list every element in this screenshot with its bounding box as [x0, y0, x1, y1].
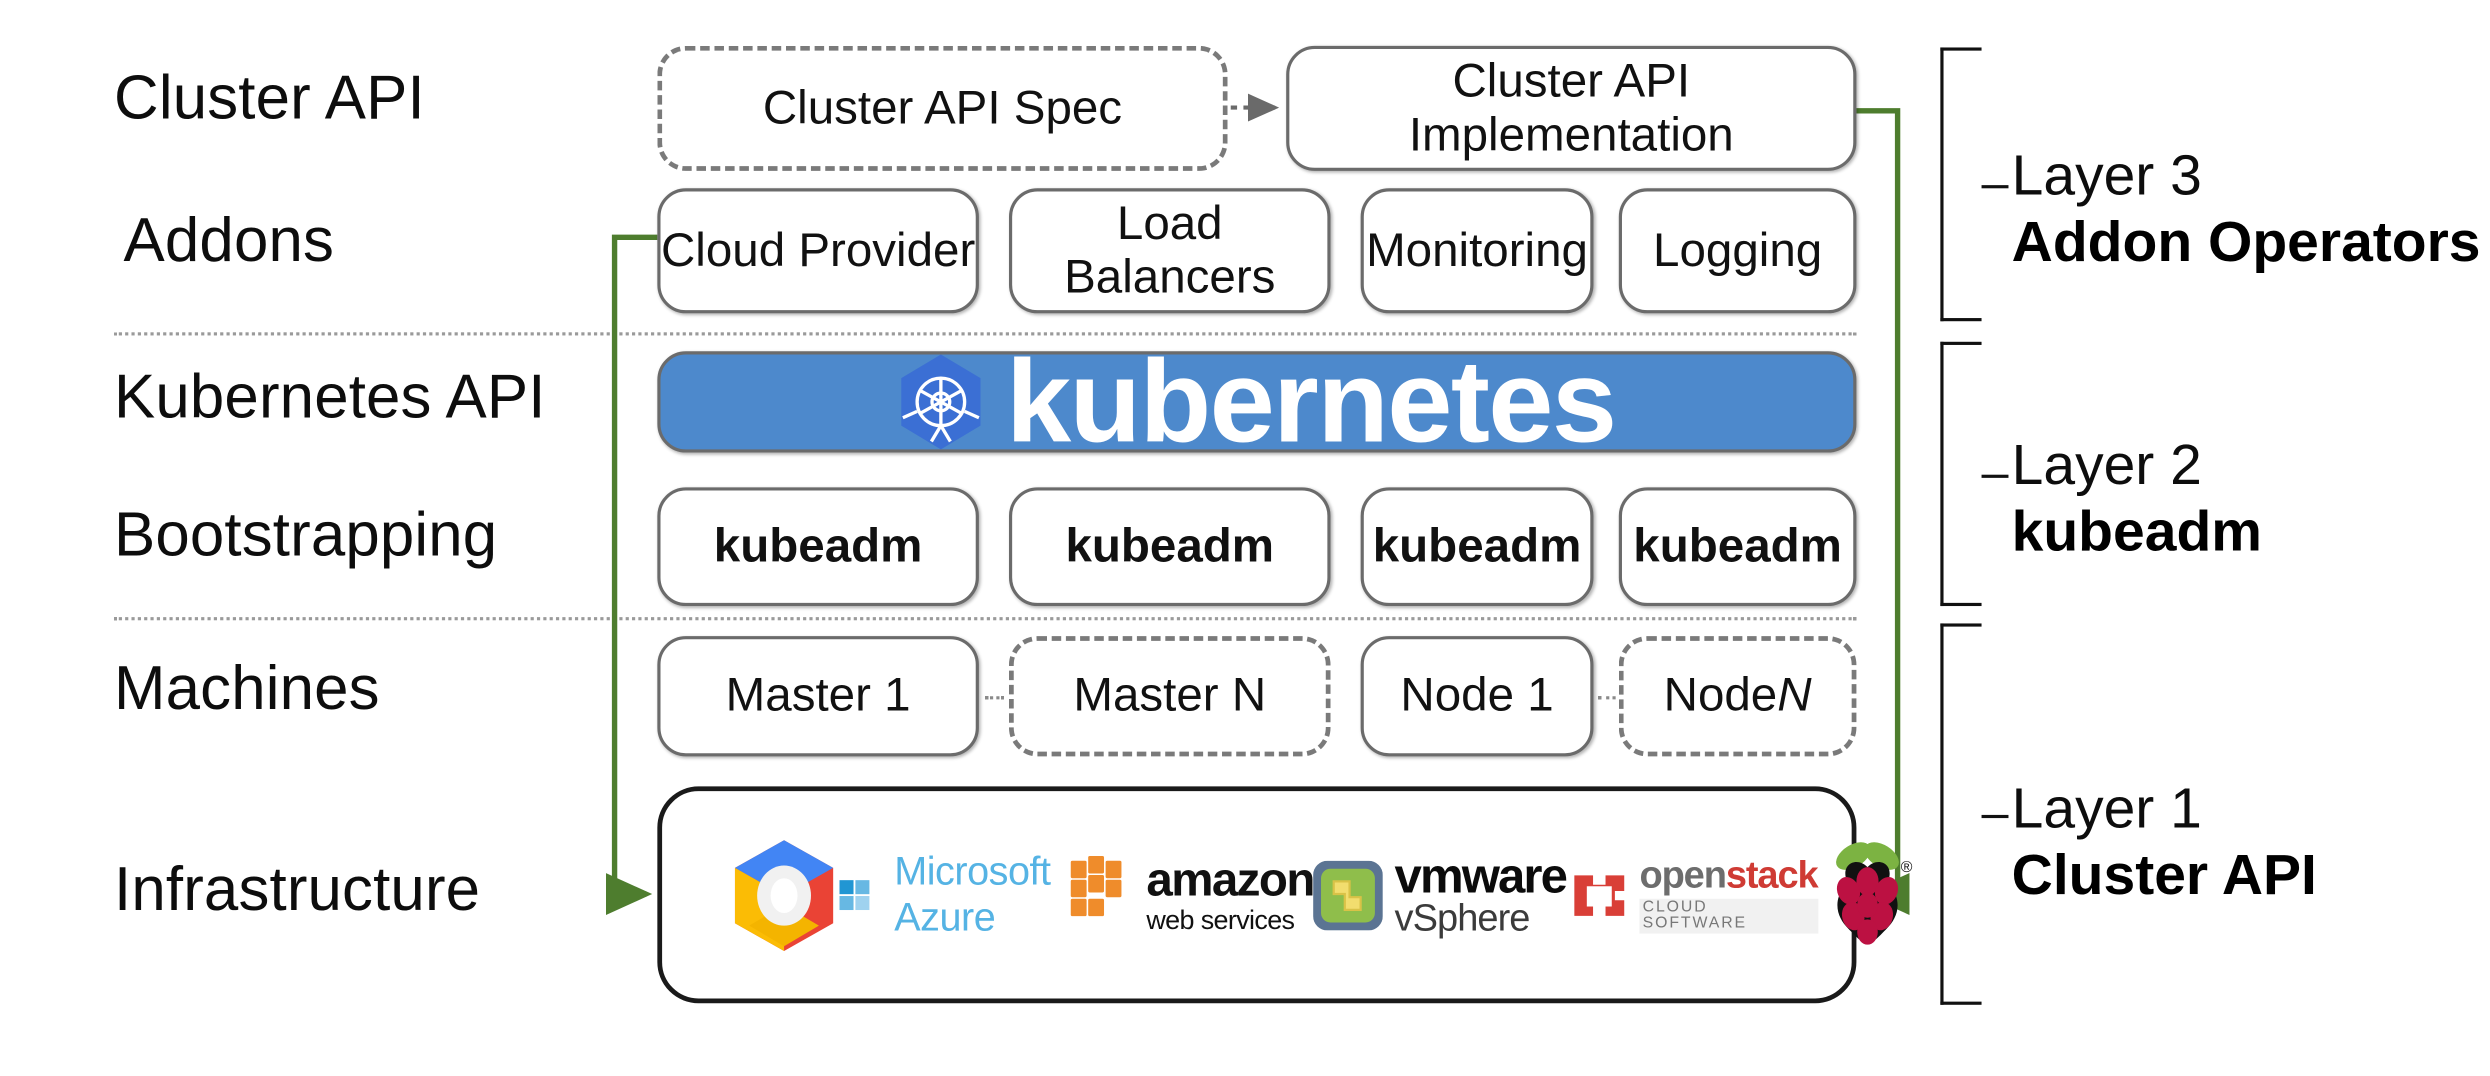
kubernetes-banner[interactable]: kubernetes	[657, 343, 1857, 460]
box-node-n-italic-suffix: N	[1777, 669, 1812, 722]
connector-cloud-provider-to-infrastructure	[605, 234, 658, 916]
box-kubeadm-1[interactable]: kubeadm	[657, 487, 979, 607]
layer-label-3: Layer 3 Addon Operators	[2012, 142, 2481, 276]
raspberry-pi-logo: ®	[1819, 836, 1917, 953]
box-kubeadm-1-label: kubeadm	[713, 519, 923, 573]
vmware-wordmark: vmware	[1394, 848, 1568, 904]
box-master-1-label: Master 1	[725, 669, 911, 722]
layer-label-1: Layer 1 Cluster API	[2012, 775, 2317, 909]
row-label-infrastructure: Infrastructure	[114, 856, 481, 925]
box-cluster-api-implementation-label: Cluster API Implementation	[1408, 54, 1734, 161]
infrastructure-panel[interactable]: Microsoft Azure amazon web services	[657, 786, 1913, 1004]
layer-label-2: Layer 2 kubeadm	[2012, 432, 2262, 566]
box-kubeadm-4[interactable]: kubeadm	[1618, 487, 1857, 607]
box-master-1[interactable]: Master 1	[657, 636, 979, 757]
box-master-n-label: Master N	[1073, 669, 1267, 722]
row-label-cluster-api: Cluster API	[114, 64, 425, 133]
layer-1-line2: Cluster API	[2011, 842, 2317, 908]
bracket-layer-3	[1940, 47, 2009, 322]
box-cluster-api-spec[interactable]: Cluster API Spec	[657, 45, 1228, 171]
box-node-n-label: Node	[1663, 669, 1778, 722]
ellipsis-masters	[985, 696, 1005, 700]
box-kubeadm-3-label: kubeadm	[1372, 519, 1582, 573]
box-logging[interactable]: Logging	[1618, 188, 1857, 314]
box-load-balancers-label: Load Balancers	[1064, 197, 1276, 304]
layer-2-line1: Layer 2	[2011, 431, 2202, 497]
connector-implementation-to-infrastructure	[1856, 108, 1910, 916]
separator-layer2-layer1	[114, 617, 1857, 621]
box-kubeadm-2-label: kubeadm	[1065, 519, 1275, 573]
layer-2-line2: kubeadm	[2011, 499, 2262, 565]
separator-layer3-layer2	[114, 332, 1857, 336]
vmware-vsphere-logo: vmware vSphere	[1313, 848, 1568, 940]
box-cloud-provider-label: Cloud Provider	[660, 223, 976, 277]
box-kubeadm-2[interactable]: kubeadm	[1008, 487, 1331, 607]
amazon-web-services-logo: amazon web services	[1067, 853, 1315, 936]
layer-3-line1: Layer 3	[2011, 142, 2202, 208]
box-logging-label: Logging	[1653, 223, 1823, 277]
bracket-layer-1	[1940, 623, 2009, 1005]
openstack-logo: openstack CLOUD SOFTWARE	[1566, 856, 1819, 933]
box-node-n[interactable]: Node N	[1618, 636, 1857, 757]
vsphere-subtext: vSphere	[1394, 896, 1531, 940]
box-node-1[interactable]: Node 1	[1360, 636, 1594, 757]
box-monitoring-label: Monitoring	[1366, 223, 1588, 277]
bracket-layer-2	[1940, 341, 2009, 607]
svg-text:®: ®	[1901, 858, 1913, 875]
kubernetes-wordmark: kubernetes	[1005, 335, 1617, 467]
box-kubeadm-4-label: kubeadm	[1633, 519, 1842, 573]
ellipsis-nodes	[1598, 696, 1616, 700]
aws-subtext: web services	[1146, 904, 1295, 935]
microsoft-azure-label: Microsoft Azure	[894, 848, 1051, 940]
google-cloud-platform-logo	[729, 836, 840, 953]
box-node-1-label: Node 1	[1400, 669, 1554, 722]
row-label-machines: Machines	[114, 655, 380, 724]
box-monitoring[interactable]: Monitoring	[1360, 188, 1594, 314]
box-cloud-provider[interactable]: Cloud Provider	[657, 188, 979, 314]
box-kubeadm-3[interactable]: kubeadm	[1360, 487, 1594, 607]
box-cluster-api-implementation[interactable]: Cluster API Implementation	[1286, 45, 1857, 171]
openstack-subtext: CLOUD SOFTWARE	[1639, 897, 1819, 933]
microsoft-azure-logo: Microsoft Azure	[839, 848, 1068, 941]
amazon-wordmark: amazon	[1146, 853, 1315, 906]
box-master-n[interactable]: Master N	[1008, 636, 1331, 757]
box-load-balancers[interactable]: Load Balancers	[1008, 188, 1331, 314]
layer-1-line1: Layer 1	[2011, 775, 2202, 841]
box-cluster-api-spec-label: Cluster API Spec	[762, 81, 1123, 134]
row-label-addons: Addons	[123, 207, 335, 276]
layer-3-line2: Addon Operators	[2011, 209, 2481, 275]
row-label-kubernetes-api: Kubernetes API	[114, 363, 546, 432]
kubernetes-helm-icon	[898, 353, 984, 451]
row-label-bootstrapping: Bootstrapping	[114, 501, 498, 570]
